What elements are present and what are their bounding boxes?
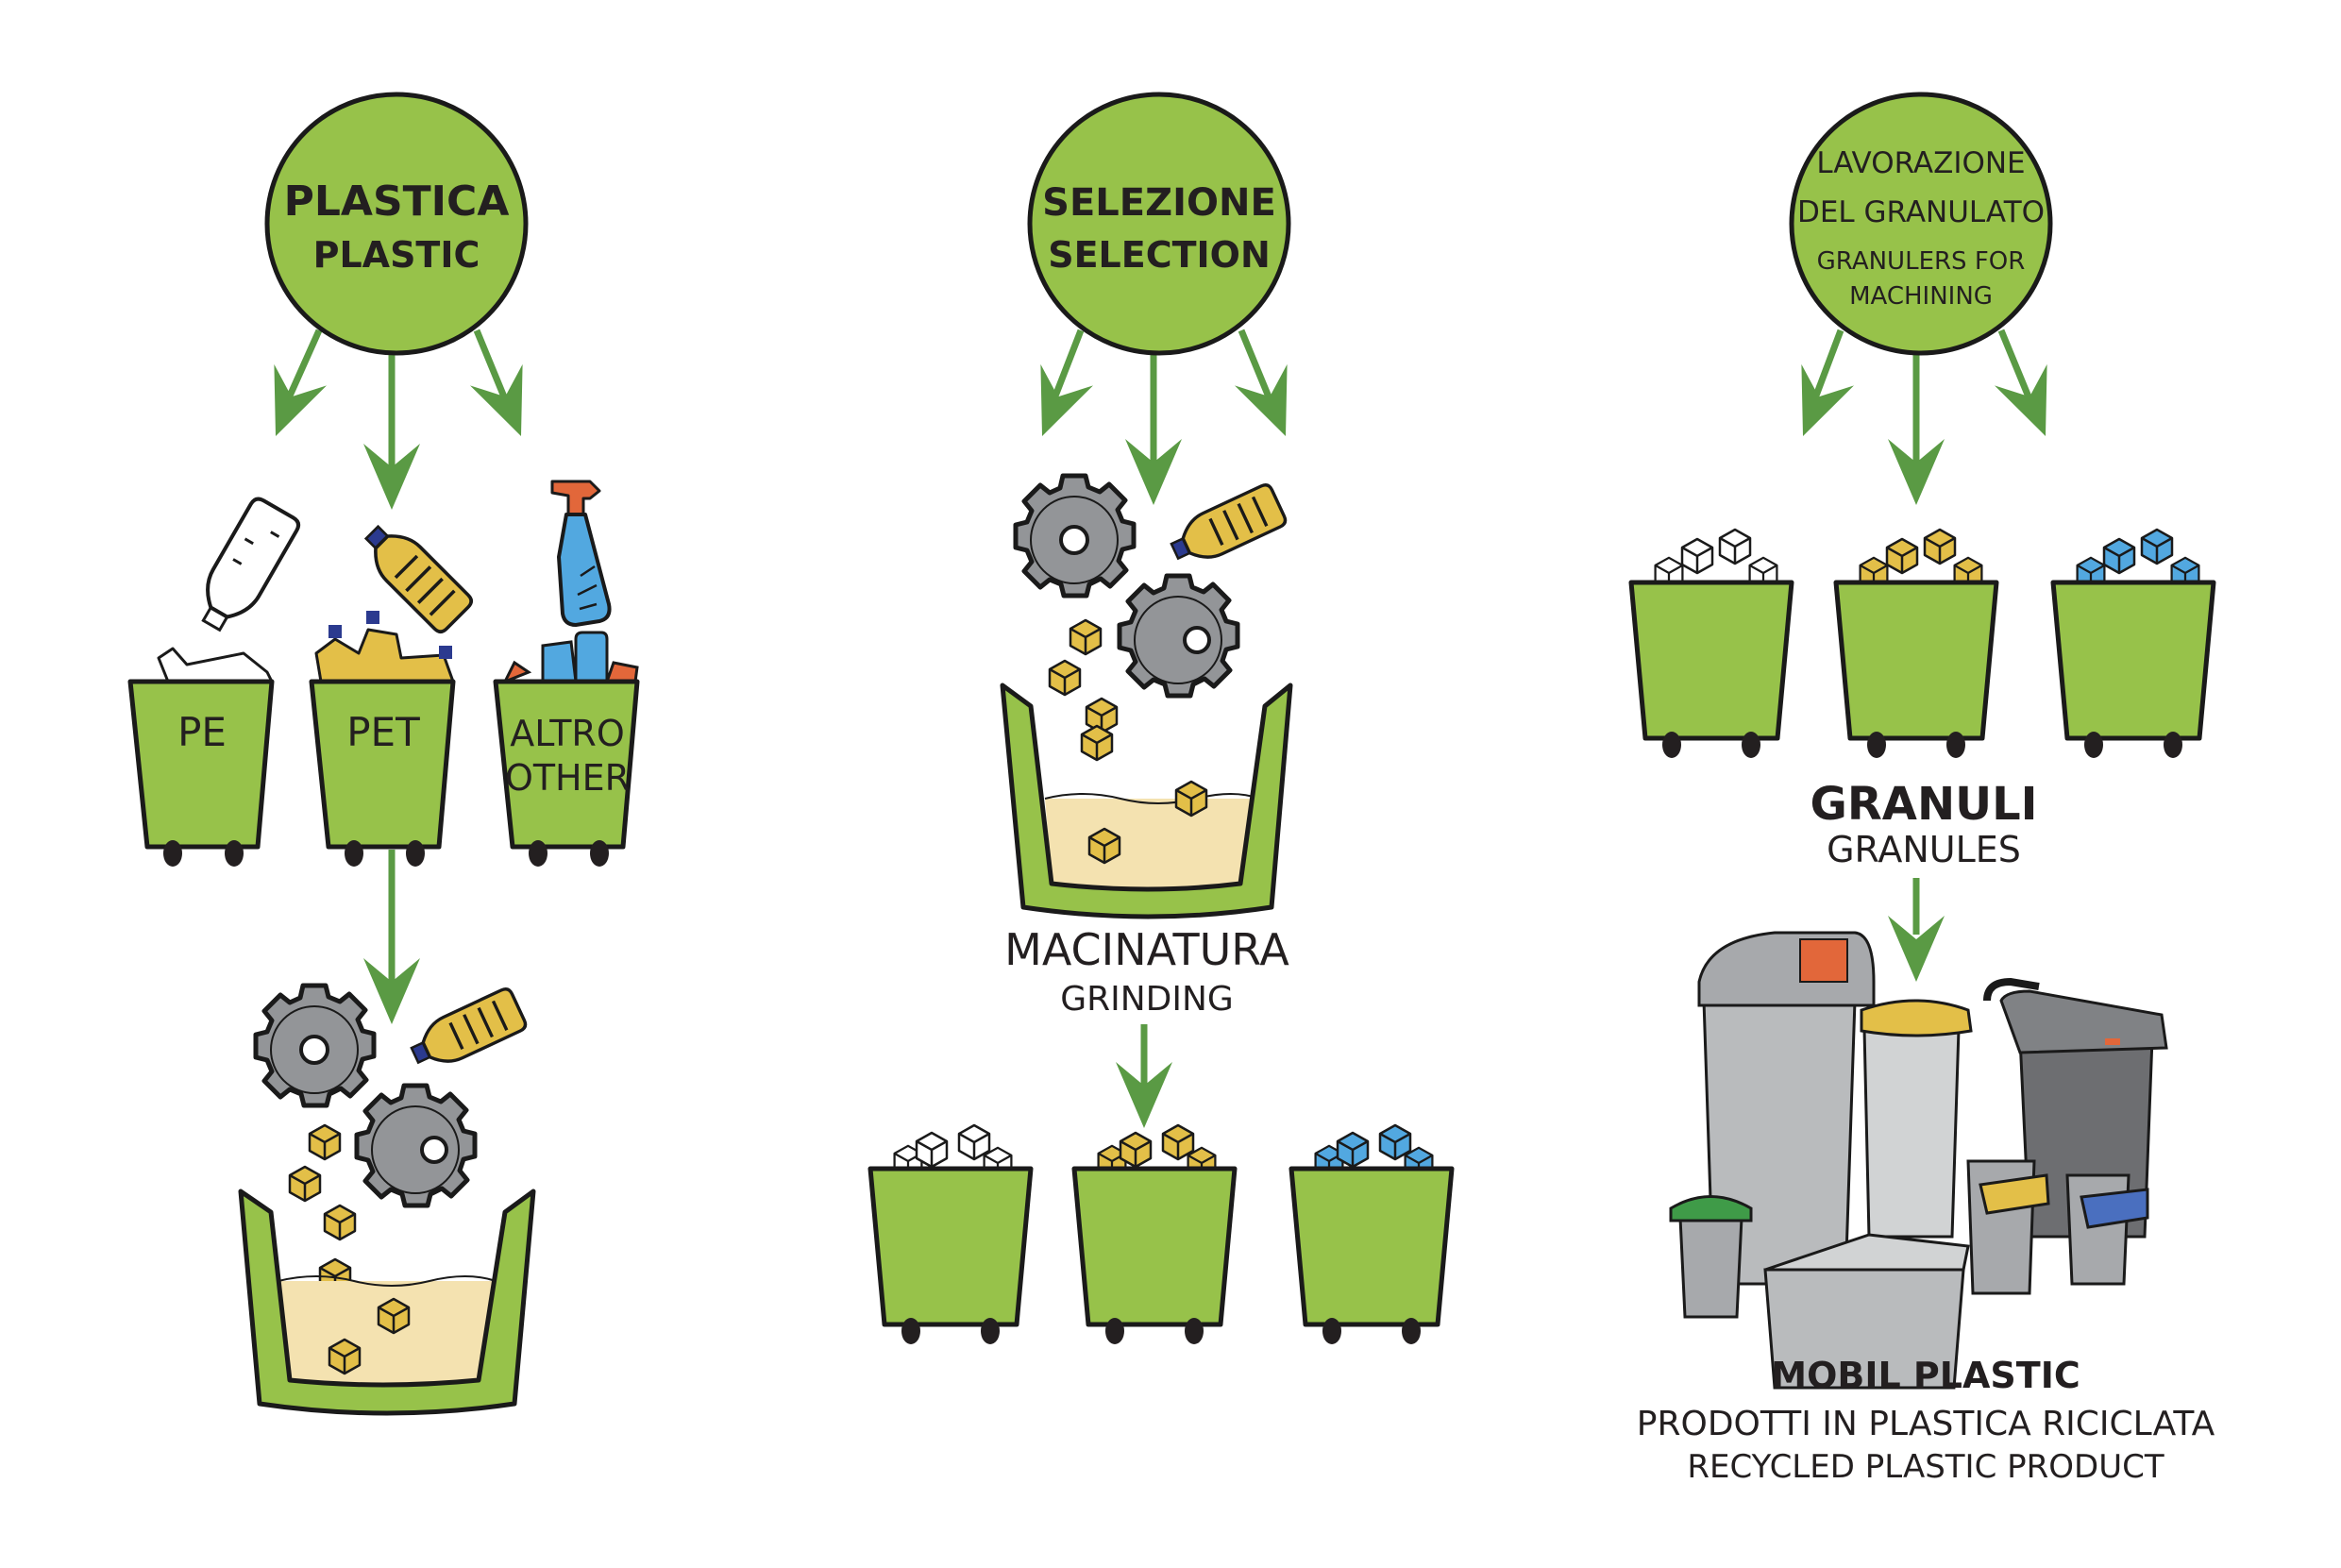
bin-label-pe: PE — [177, 709, 227, 755]
gear-icon — [357, 1086, 475, 1206]
circle-line-machining: MACHINING — [1849, 282, 1993, 311]
granules-subtitle: GRANULES — [1827, 829, 2021, 870]
bin-label-other: OTHER — [505, 757, 630, 799]
arrow-to-pe-bin — [249, 329, 328, 447]
bin-pet: PET — [309, 611, 456, 867]
arrow-center — [1888, 354, 1945, 505]
circle-subtitle-plastic: PLASTIC — [313, 234, 480, 276]
circle-subtitle-selection: SELECTION — [1048, 234, 1271, 276]
hopper-1 — [238, 1189, 536, 1416]
small-blue-flap-bin-icon — [2065, 1173, 2149, 1286]
granule-bin-blue — [2053, 528, 2214, 758]
column-plastic: PLASTICA PLASTIC PE — [127, 92, 640, 1416]
small-yellow-flap-bin-icon — [1966, 1159, 2050, 1295]
arrow-left — [1016, 329, 1094, 447]
arrow-right — [1994, 329, 2072, 447]
bin-other: ALTRO OTHER — [493, 631, 640, 867]
arrow-grinding-to-bins — [1116, 1024, 1172, 1128]
circle-title-selezione: SELEZIONE — [1042, 181, 1276, 225]
storage-crate-icon — [1763, 1233, 1970, 1390]
arrow-pet-to-grinder — [363, 850, 420, 1024]
circle-line-lavorazione: LAVORAZIONE — [1816, 146, 2025, 180]
step-circle-granulate: LAVORAZIONE DEL GRANULATO GRANULERS FOR … — [1789, 92, 2053, 356]
column-granulate: LAVORAZIONE DEL GRANULATO GRANULERS FOR … — [1631, 92, 2215, 1486]
bin-label-pet: PET — [346, 709, 420, 755]
granule-bin-yellow — [1836, 528, 1996, 758]
recycled-products-illustration — [1669, 931, 2168, 1390]
pet-bottle-icon — [1163, 481, 1289, 574]
product-line-english: RECYCLED PLASTIC PRODUCT — [1687, 1448, 2164, 1486]
arrow-to-other-bin — [469, 329, 547, 447]
granules-title: GRANULI — [1810, 778, 2037, 831]
hopper-2 — [1000, 683, 1293, 919]
pet-bottle-icon — [403, 985, 530, 1078]
circle-line-del-granulato: DEL GRANULATO — [1797, 195, 2045, 229]
circle-title-plastica: PLASTICA — [284, 177, 510, 226]
process-subtitle-grinding: GRINDING — [1060, 980, 1234, 1019]
granule-bin-white — [870, 1123, 1031, 1344]
arrow-center — [1125, 354, 1182, 505]
bin-pe: PE — [127, 647, 275, 867]
granule-bin-blue — [1291, 1123, 1452, 1344]
spray-bottle-icon — [550, 480, 612, 627]
column-selection: SELEZIONE SELECTION MACINATURA GRINDING — [870, 92, 1452, 1344]
arrow-to-pet-bin — [363, 354, 420, 510]
step-circle-selection: SELEZIONE SELECTION — [1027, 92, 1291, 356]
grinder-illustration-1 — [256, 985, 530, 1295]
product-brand: MOBIL PLASTIC — [1771, 1355, 2080, 1396]
step-circle-plastic: PLASTICA PLASTIC — [264, 92, 529, 356]
arrow-granules-to-products — [1888, 878, 1945, 982]
circle-line-granulers-for: GRANULERS FOR — [1817, 247, 2026, 276]
product-line-italian: PRODOTTI IN PLASTICA RICICLATA — [1637, 1405, 2215, 1443]
small-green-lid-bin-icon — [1669, 1195, 1753, 1319]
bin-label-altro: ALTRO — [510, 713, 624, 754]
gear-icon — [1120, 576, 1238, 696]
yellow-lid-bin-icon — [1860, 999, 1973, 1239]
grinder-illustration-2 — [1016, 476, 1289, 734]
arrow-right — [1234, 329, 1312, 447]
pe-bottle-icon — [201, 497, 301, 632]
arrow-left — [1777, 329, 1855, 447]
granule-bin-white — [1631, 528, 1792, 758]
granule-bin-yellow — [1074, 1123, 1235, 1344]
process-title-macinatura: MACINATURA — [1004, 924, 1289, 975]
